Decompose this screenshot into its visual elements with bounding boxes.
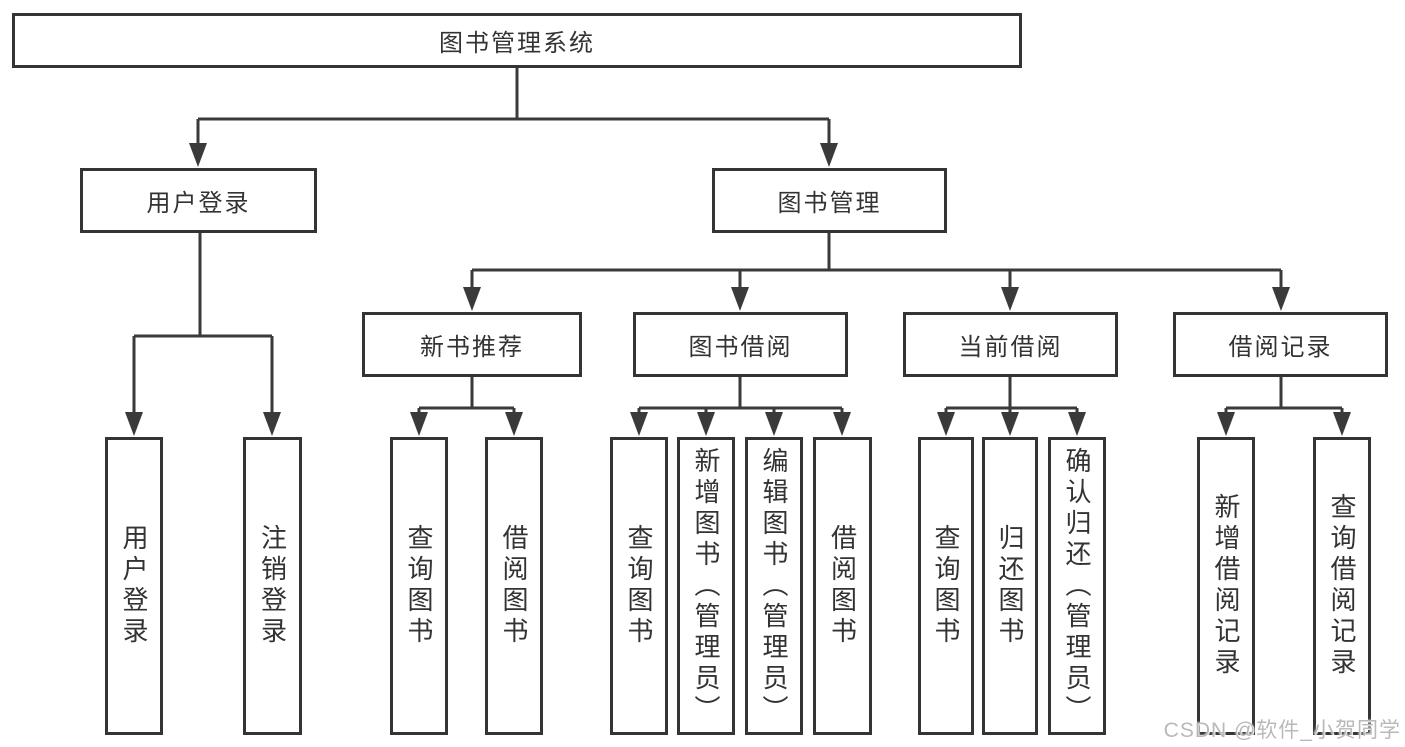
- node-book-borrow-label: 图书借阅: [688, 334, 793, 361]
- leaf-add-borrow-record: 新增借阅记录: [1197, 437, 1255, 735]
- node-user-login: 用户登录: [80, 168, 317, 233]
- node-book-management: 图书管理: [712, 168, 947, 233]
- leaf-logout: 注销登录: [243, 437, 302, 735]
- leaf-query-books-1: 查询图书: [390, 437, 448, 735]
- watermark: CSDN @软件_小贺同学: [1163, 719, 1401, 742]
- connector-book-management: [463, 233, 1290, 311]
- leaf-return-books-label: 归还图书: [995, 524, 1025, 648]
- leaf-user-login: 用户登录: [105, 437, 163, 735]
- leaf-borrow-books-1-label: 借阅图书: [499, 524, 529, 648]
- leaf-return-books: 归还图书: [982, 437, 1038, 735]
- connector-new-book-recommend: [410, 377, 523, 436]
- leaf-user-login-label: 用户登录: [119, 524, 149, 648]
- connector-root: [189, 68, 838, 167]
- node-new-book-recommend: 新书推荐: [362, 312, 582, 377]
- node-book-management-label: 图书管理: [777, 190, 882, 217]
- connector-borrow-records: [1217, 377, 1351, 436]
- leaf-confirm-return-admin: 确认归还（管理员）: [1048, 437, 1106, 735]
- leaf-borrow-books-2: 借阅图书: [813, 437, 872, 735]
- node-user-login-label: 用户登录: [146, 190, 251, 217]
- connector-user-login: [125, 233, 281, 436]
- leaf-confirm-return-admin-label: 确认归还（管理员）: [1062, 446, 1092, 726]
- leaf-logout-label: 注销登录: [257, 524, 288, 648]
- node-current-borrow: 当前借阅: [903, 312, 1118, 377]
- leaf-borrow-books-1: 借阅图书: [485, 437, 543, 735]
- node-new-book-recommend-label: 新书推荐: [420, 334, 524, 361]
- node-borrow-records: 借阅记录: [1173, 312, 1388, 377]
- leaf-add-book-admin: 新增图书（管理员）: [677, 437, 735, 735]
- node-root: 图书管理系统: [12, 13, 1022, 68]
- node-current-borrow-label: 当前借阅: [958, 334, 1063, 361]
- node-book-borrow: 图书借阅: [633, 312, 848, 377]
- node-root-label: 图书管理系统: [439, 30, 595, 57]
- leaf-add-book-admin-label: 新增图书（管理员）: [691, 446, 721, 726]
- leaf-query-books-2-label: 查询图书: [624, 524, 654, 648]
- leaf-query-borrow-record-label: 查询借阅记录: [1327, 493, 1357, 679]
- leaf-query-borrow-record: 查询借阅记录: [1313, 437, 1371, 735]
- leaf-borrow-books-2-label: 借阅图书: [827, 524, 858, 648]
- leaf-query-books-3: 查询图书: [918, 437, 974, 735]
- leaf-add-borrow-record-label: 新增借阅记录: [1211, 493, 1241, 679]
- leaf-edit-book-admin: 编辑图书（管理员）: [745, 437, 803, 735]
- connector-current-borrow: [937, 377, 1086, 436]
- leaf-edit-book-admin-label: 编辑图书（管理员）: [759, 446, 789, 726]
- leaf-query-books-1-label: 查询图书: [404, 524, 434, 648]
- leaf-query-books-3-label: 查询图书: [931, 524, 961, 648]
- connector-book-borrow: [630, 377, 851, 436]
- node-borrow-records-label: 借阅记录: [1228, 334, 1333, 361]
- leaf-query-books-2: 查询图书: [610, 437, 668, 735]
